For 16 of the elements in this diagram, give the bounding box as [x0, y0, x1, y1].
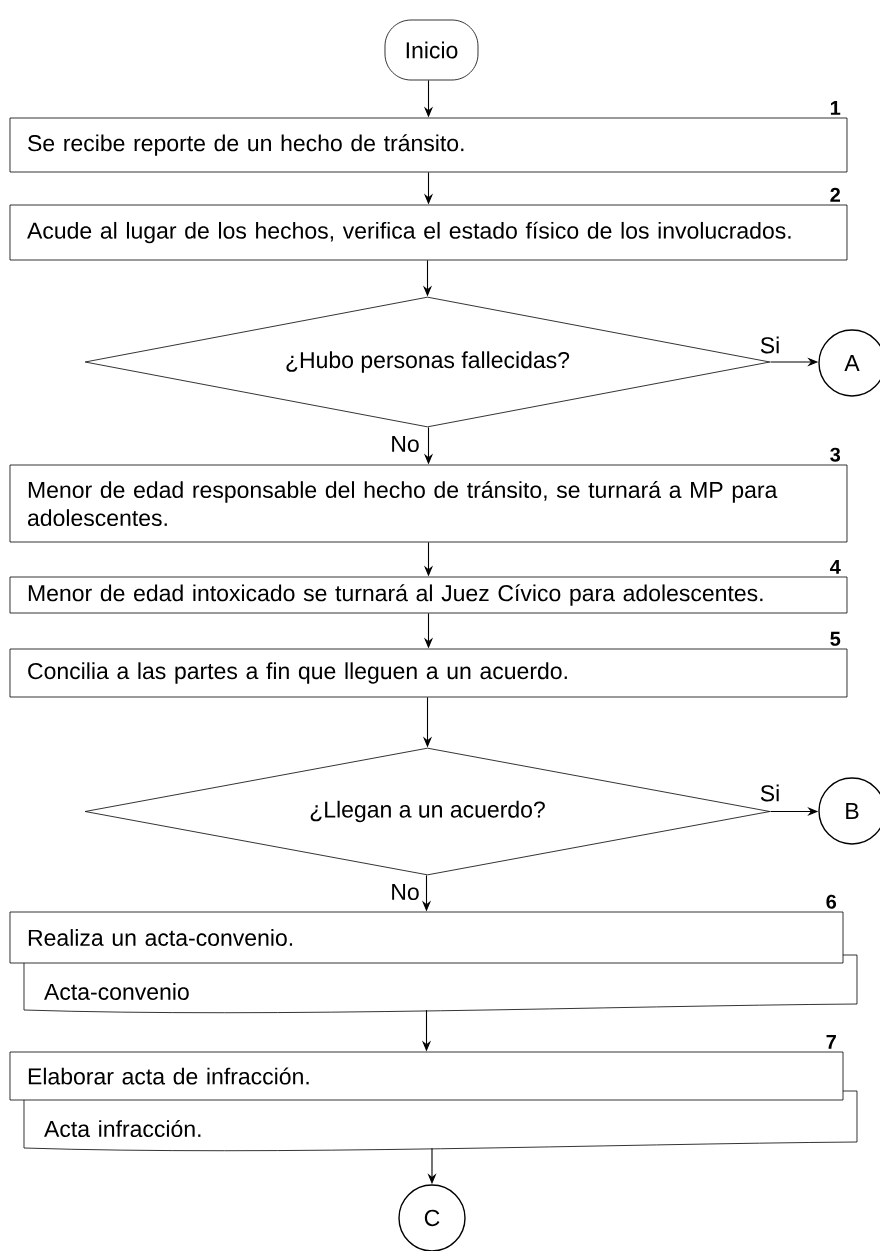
process-box: Realiza un acta-convenio.	[9, 911, 844, 964]
edge-label: No	[389, 883, 421, 902]
edge-label: No	[389, 435, 421, 454]
step-number: 5	[830, 631, 841, 646]
process-box: Concilia a las partes a fin que lleguen a un acuerdo.	[9, 648, 848, 698]
step-number: 3	[830, 447, 841, 462]
step-number: 7	[826, 1035, 836, 1049]
process-box: Menor de edad intoxicado se turnará al Juez Cívico para adolescentes.	[9, 576, 848, 614]
process-box: Menor de edad responsable del hecho de tránsito, se turnará a MP para adolescentes.	[9, 464, 848, 543]
step-number: 1	[830, 101, 841, 115]
process-box: Se recibe reporte de un hecho de tránsito.	[9, 117, 848, 173]
step-number: 6	[826, 894, 837, 909]
step-number: 4	[829, 560, 841, 574]
process-box: Acude al lugar de los hechos, verifica el estado físico de los involucrados.	[9, 204, 848, 261]
process-box: Elaborar acta de infracción.	[9, 1051, 844, 1101]
step-number: 2	[830, 187, 840, 202]
